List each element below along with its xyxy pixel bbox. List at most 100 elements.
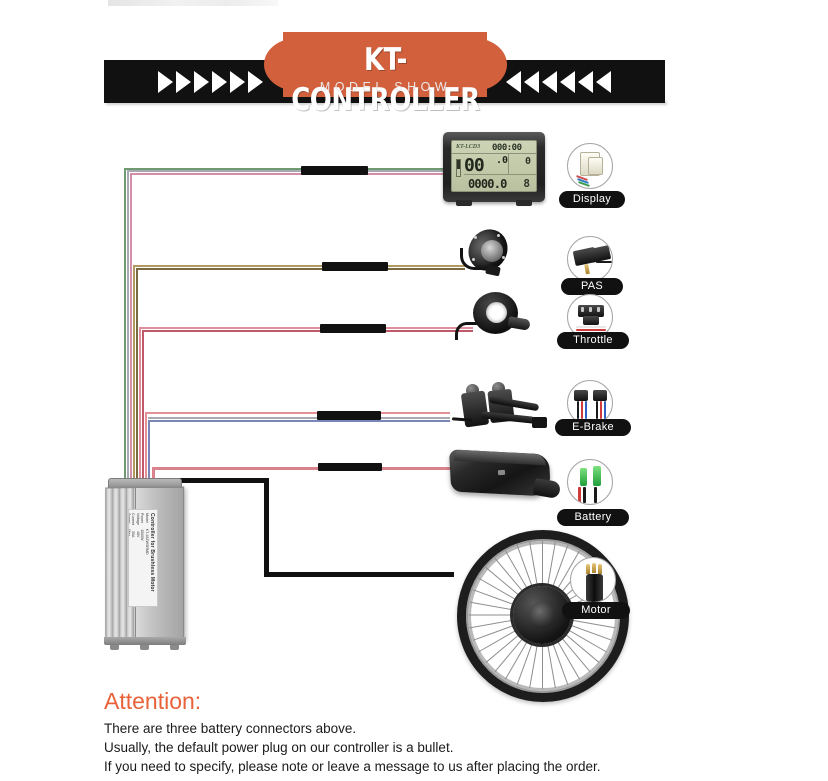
- connector-display: [301, 166, 368, 175]
- controller-label-value: KT-48ZWSRMD: [145, 528, 149, 555]
- triangle-left-icon: [560, 70, 575, 93]
- brake-cable: [451, 417, 473, 422]
- green-connector-icon: [580, 468, 587, 486]
- attention-line: There are three battery connectors above…: [104, 721, 357, 736]
- right-arrow-group: [506, 60, 611, 103]
- brake-body: [460, 390, 490, 428]
- display-foot: [456, 200, 472, 206]
- wire-ebrake-gray: [148, 417, 450, 419]
- connector-wire: [583, 487, 586, 503]
- triangle-left-icon: [596, 70, 611, 93]
- label-display: Display: [559, 191, 625, 208]
- wire-pas-brown: [136, 268, 465, 270]
- dual-connector-icon: [593, 390, 607, 401]
- wire-throttle-pink: [139, 327, 473, 329]
- bullet-pin-icon: [592, 563, 596, 573]
- connector-wire: [596, 261, 612, 263]
- cropped-text-remnant: [108, 0, 278, 6]
- triangle-right-icon: [158, 70, 173, 93]
- controller-label-value: Max: [128, 529, 131, 537]
- bullet-pin-icon: [598, 564, 602, 574]
- throttle-lever: [507, 316, 531, 331]
- pas-plug: [485, 264, 501, 277]
- white-connector-icon: [588, 157, 603, 175]
- wire-bus-tan: [133, 265, 135, 480]
- controller-label-value: 35A: [131, 530, 136, 538]
- controller-label-key: Current: [131, 513, 136, 525]
- motor-cable-icon: [586, 574, 603, 602]
- wire-display-pink: [130, 173, 446, 175]
- wire-display-green: [124, 168, 446, 170]
- lcd-trip-time: 000:00: [492, 143, 522, 153]
- pas-mount-hole: [497, 234, 500, 237]
- connector-pin: [589, 307, 592, 312]
- wire-ebrake-blue: [148, 420, 450, 422]
- wire-bus-red-battery: [152, 467, 155, 487]
- controller-label-key: Model: [145, 513, 149, 523]
- controller-foot: [170, 645, 179, 650]
- lcd-divider-vert: [508, 153, 509, 174]
- controller-label-row: Voltage 48V: [135, 513, 140, 603]
- green-connector-icon: [593, 466, 601, 486]
- wire-display-gray: [127, 170, 446, 172]
- wire-pas-tan: [133, 265, 465, 267]
- throttle-bore: [486, 302, 507, 323]
- wire-motor-horizontal-top: [176, 478, 269, 483]
- wire-bus-pink-ebrake: [145, 412, 147, 480]
- wire-bus-pink-throttle: [139, 327, 141, 480]
- lcd-assist-level: 8: [523, 177, 530, 190]
- lcd-brand: KT-LCD3: [456, 144, 481, 150]
- connector-wire: [577, 401, 579, 419]
- pas-mount-hole: [502, 256, 505, 259]
- lcd-speed-decimal: .0: [496, 155, 509, 166]
- lcd-odometer-value: 0000.0: [468, 177, 507, 191]
- controller-foot: [140, 645, 149, 650]
- attention-title: Attention:: [104, 688, 202, 714]
- label-ebrake: E-Brake: [555, 419, 631, 436]
- connector-wire: [576, 329, 606, 331]
- connector-wire: [604, 401, 606, 419]
- controller-label-value: 48V: [135, 531, 140, 538]
- battery-level-bar-icon: [456, 159, 461, 177]
- wire-ebrake-pink: [145, 412, 450, 414]
- battery-button: [497, 469, 506, 476]
- brake-plug: [532, 417, 547, 428]
- lcd-watts-value: 0: [524, 156, 531, 167]
- connector-wire: [578, 487, 581, 503]
- wire-bus-rose: [142, 331, 144, 480]
- bullet-pin-icon: [584, 263, 590, 275]
- connector-battery: [318, 463, 382, 471]
- lcd-screen: KT-LCD3 000:00 00 .0 0 0000.0 8: [451, 140, 537, 192]
- triangle-right-icon: [230, 70, 245, 93]
- label-pas: PAS: [561, 278, 623, 295]
- controller-label-key: Power: [140, 513, 145, 524]
- pas-sensor-ring: [481, 240, 503, 262]
- banner-subtitle: MODEL SHOW: [319, 80, 452, 94]
- connector-wire: [594, 487, 597, 503]
- controller-label-key: Speed: [128, 513, 131, 524]
- controller-label-key: Voltage: [135, 513, 140, 525]
- label-motor: Motor: [562, 602, 630, 619]
- pas-mount-hole: [474, 236, 477, 239]
- connector-wire: [585, 401, 587, 419]
- connector-pas: [322, 262, 388, 271]
- attention-body: There are three battery connectors above…: [104, 719, 601, 776]
- wire-motor-vertical-mid: [264, 478, 269, 576]
- motor-connector-icon: [570, 557, 616, 603]
- left-arrow-group: [158, 60, 263, 103]
- lcd-divider: [452, 153, 536, 154]
- connector-ebrake: [317, 411, 381, 420]
- triangle-right-icon: [248, 70, 263, 93]
- banner-title: KT-CONTROLLER: [291, 42, 480, 118]
- attention-line: Usually, the default power plug on our c…: [104, 740, 454, 755]
- triangle-left-icon: [542, 70, 557, 93]
- banner-pill-square: [283, 32, 487, 97]
- connector-wire: [596, 401, 598, 419]
- connector-throttle: [320, 324, 386, 333]
- lcd-speed-value: 00: [464, 155, 485, 176]
- wire-throttle-rose: [142, 330, 473, 332]
- connector-pin: [581, 307, 584, 312]
- controller-label-row: Current 35A: [131, 513, 136, 603]
